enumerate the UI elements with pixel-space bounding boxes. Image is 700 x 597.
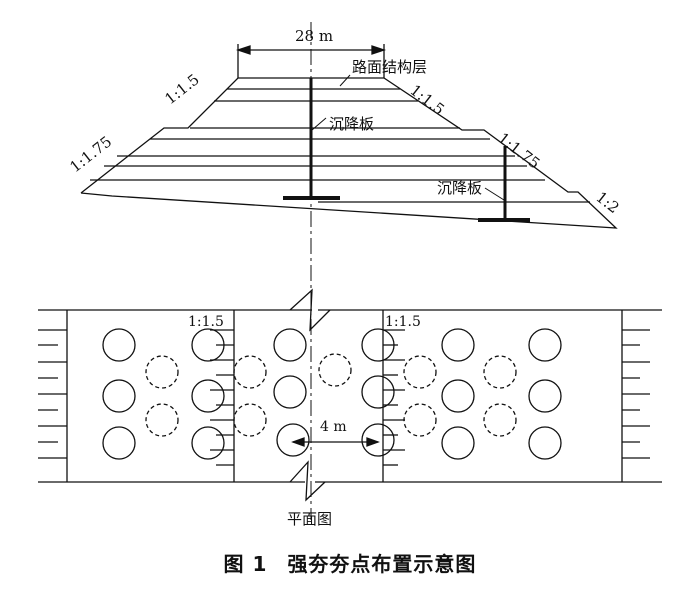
plan-slope-label-left: 1:1.5	[188, 314, 224, 330]
embankment-layers	[90, 88, 590, 203]
plan-slope-label-right: 1:1.5	[385, 314, 421, 330]
primary-tamping-points	[102, 328, 562, 460]
slope-label-upper-left: 1:1.5	[161, 70, 202, 108]
settlement-plate-center	[283, 78, 340, 200]
secondary-tamping-points	[145, 353, 517, 437]
slope-hatch-right	[622, 329, 650, 459]
slope-hatch-left	[38, 329, 67, 459]
settlement-plate-right	[478, 146, 530, 222]
spacing-dimension	[291, 437, 380, 447]
settlement-plate-label-1: 沉降板	[329, 115, 374, 133]
plan-view-title: 平面图	[287, 510, 332, 528]
settlement-plate-label-2: 沉降板	[437, 179, 482, 197]
figure-caption: 图 1 强夯夯点布置示意图	[0, 548, 700, 577]
spacing-label: 4 m	[320, 419, 347, 435]
plan-view	[38, 288, 662, 502]
embankment-outline	[80, 77, 618, 229]
figure-title: 强夯夯点布置示意图	[287, 552, 477, 576]
slope-label-upper-right: 1:1.5	[407, 81, 448, 119]
top-width-label: 28 m	[295, 27, 333, 45]
slope-hatch-inner-left	[210, 329, 234, 466]
figure-number: 图 1	[223, 552, 268, 576]
slope-label-toe-right: 1:2	[593, 188, 623, 217]
pavement-layer-label: 路面结构层	[352, 58, 427, 76]
slope-label-lower-left: 1:1.75	[66, 132, 115, 176]
slope-hatch-inner-right	[383, 329, 405, 466]
